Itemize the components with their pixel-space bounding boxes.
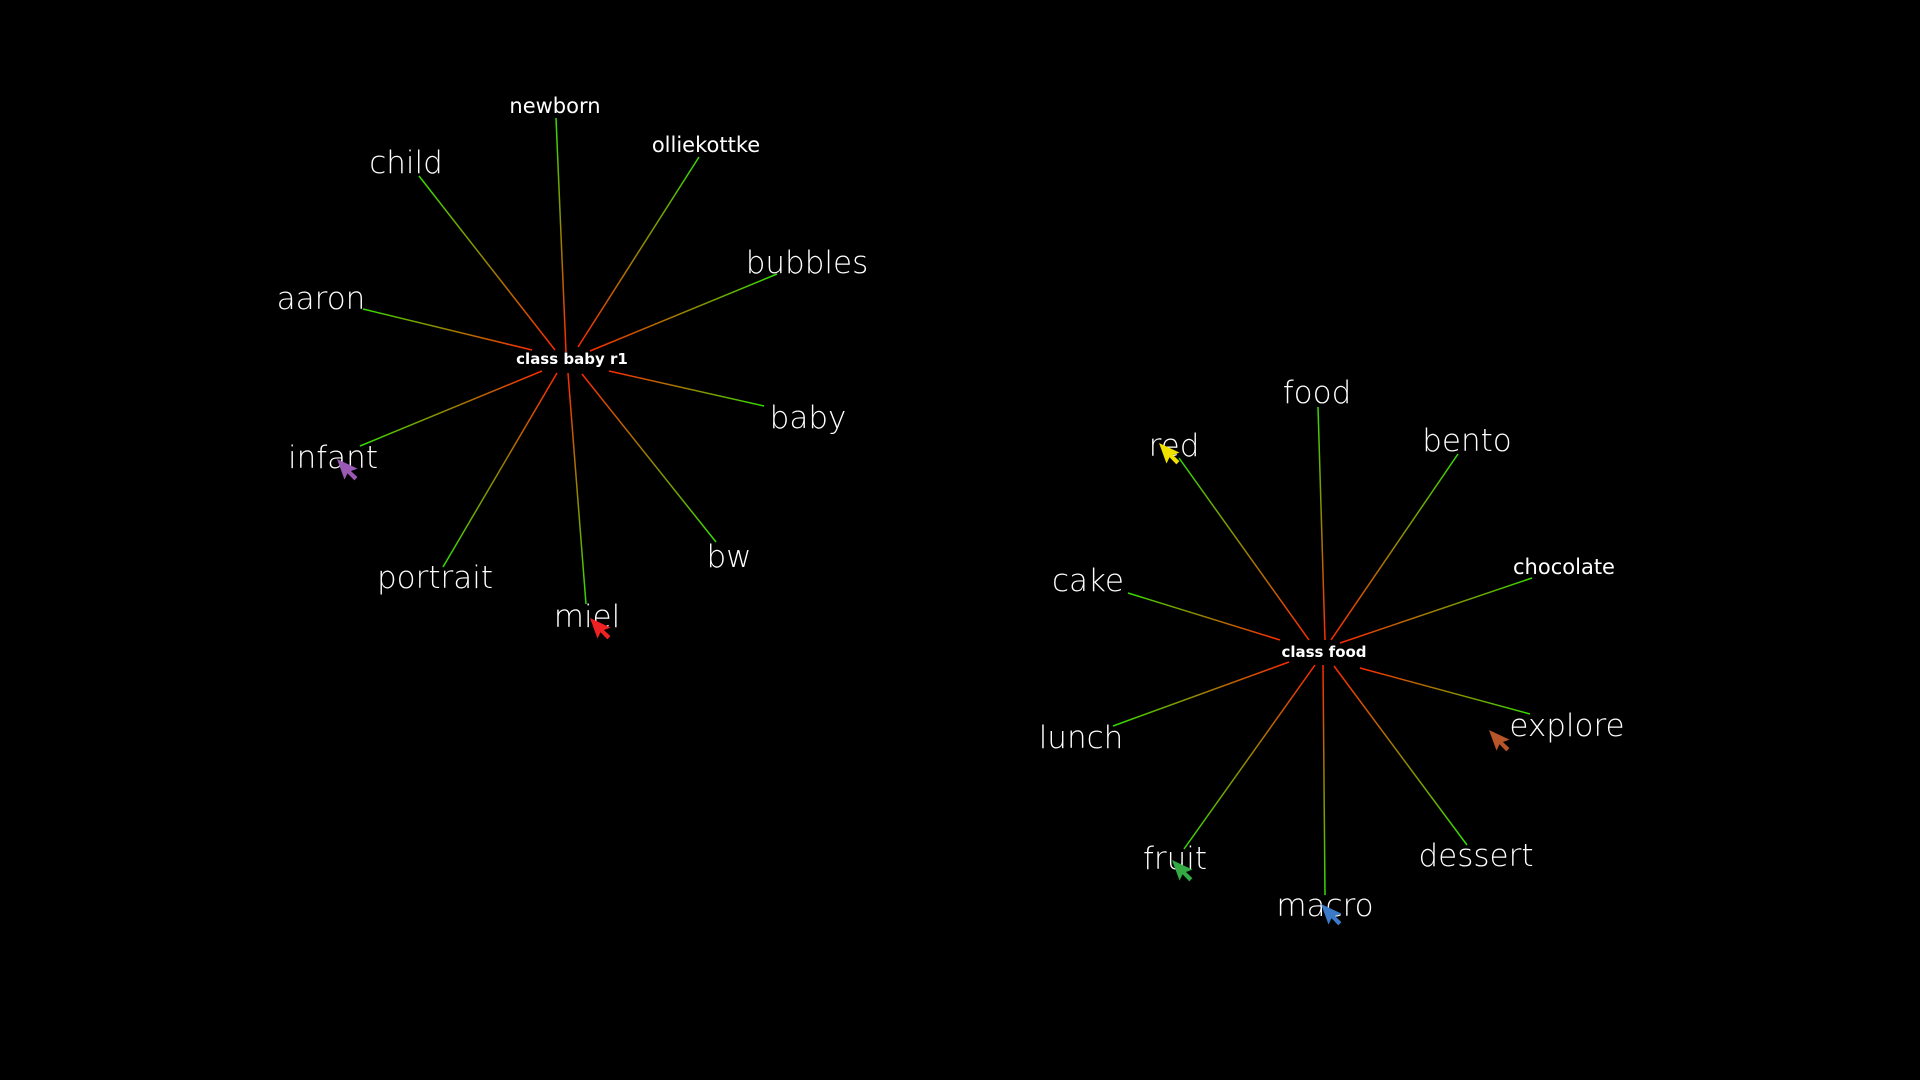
- tag-aaron[interactable]: aaron: [277, 281, 366, 317]
- cursor-arrow-icon: [1172, 860, 1193, 882]
- spoke-food: [1317, 406, 1326, 641]
- spoke-aaron: [362, 308, 533, 351]
- tag-newborn[interactable]: newborn: [509, 94, 600, 118]
- tag-olliekottke[interactable]: olliekottke: [652, 133, 760, 157]
- tag-bubbles[interactable]: bubbles: [746, 245, 869, 281]
- spoke-cake: [1127, 592, 1281, 641]
- tag-bw[interactable]: bw: [706, 539, 751, 575]
- cursor-arrow-icon: [1159, 443, 1180, 465]
- center-label-food: class food: [1281, 643, 1366, 661]
- spoke-dessert: [1333, 665, 1468, 846]
- tag-lunch[interactable]: lunch: [1039, 720, 1124, 756]
- tag-explore[interactable]: explore: [1509, 708, 1624, 744]
- spoke-newborn: [555, 117, 567, 353]
- cursor-arrow-icon: [337, 459, 358, 481]
- tag-bento[interactable]: bento: [1422, 423, 1512, 459]
- cursor-arrow-icon: [1489, 730, 1510, 752]
- tag-food[interactable]: food: [1283, 375, 1352, 411]
- spoke-fruit: [1183, 664, 1316, 850]
- cluster-baby: class baby r1 newborn olliekottke bubble…: [277, 94, 869, 635]
- tag-fruit[interactable]: fruit: [1143, 841, 1207, 877]
- tag-infant[interactable]: infant: [288, 440, 378, 476]
- spoke-olliekottke: [577, 156, 700, 348]
- spoke-infant: [359, 370, 543, 447]
- spoke-bento: [1330, 453, 1459, 641]
- spoke-lunch: [1112, 661, 1290, 727]
- spoke-macro: [1322, 664, 1326, 896]
- cluster-food: class food food bento chocolate explore …: [1039, 375, 1625, 924]
- tag-child[interactable]: child: [369, 145, 443, 181]
- spoke-explore: [1359, 667, 1531, 715]
- tag-portrait[interactable]: portrait: [377, 560, 493, 596]
- tag-dessert[interactable]: dessert: [1418, 838, 1533, 874]
- spoke-bw: [581, 373, 717, 543]
- tag-baby[interactable]: baby: [770, 400, 847, 436]
- tag-chocolate[interactable]: chocolate: [1513, 555, 1615, 579]
- spoke-portrait: [442, 372, 558, 568]
- cursor-layer: [337, 443, 1510, 926]
- spoke-miel: [567, 372, 587, 605]
- spoke-chocolate: [1339, 577, 1533, 644]
- spoke-red: [1178, 457, 1310, 641]
- cursor-arrow-icon: [590, 618, 611, 640]
- spoke-bubbles: [589, 273, 778, 352]
- center-label-baby: class baby r1: [516, 350, 628, 368]
- spoke-baby: [608, 370, 765, 407]
- tag-cake[interactable]: cake: [1052, 563, 1124, 599]
- cursor-arrow-icon: [1321, 904, 1342, 926]
- tag-miel[interactable]: miel: [554, 599, 621, 635]
- spoke-child: [418, 175, 556, 351]
